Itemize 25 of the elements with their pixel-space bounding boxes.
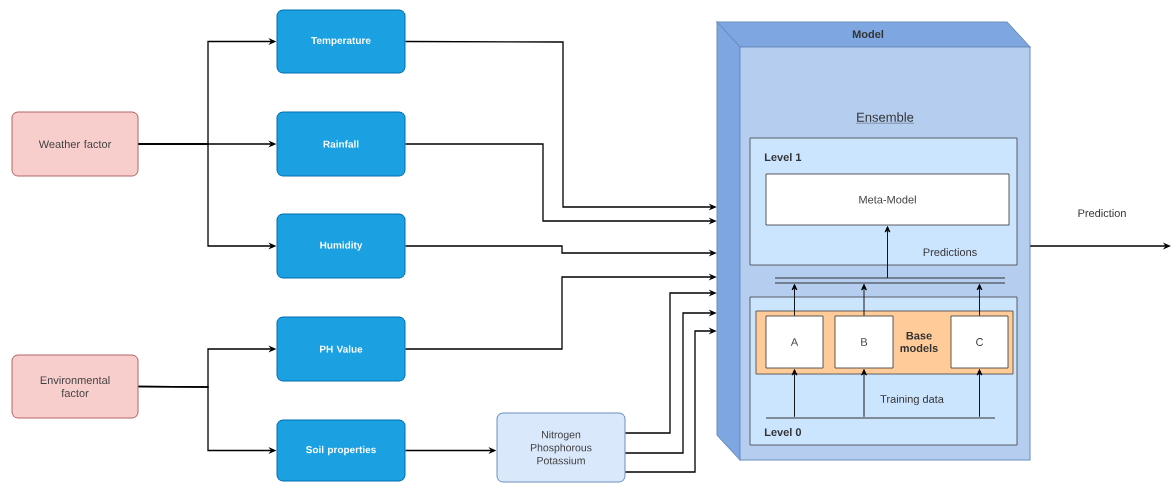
arrow xyxy=(976,283,983,317)
arrow xyxy=(861,369,867,418)
data-line xyxy=(765,417,996,419)
arrow xyxy=(791,283,798,317)
model-box: C xyxy=(950,315,1009,369)
model-box: B xyxy=(834,315,894,369)
input-box: Environmental factor xyxy=(11,354,139,419)
model-box: A xyxy=(765,315,824,369)
arrow xyxy=(791,369,798,418)
feature-box: Rainfall xyxy=(276,111,406,177)
feature-box: Soil properties xyxy=(276,419,406,482)
edge-label: Prediction xyxy=(1076,207,1128,219)
arrow xyxy=(976,369,983,418)
bus-line xyxy=(774,277,1006,284)
feature-box: Temperature xyxy=(276,9,406,74)
arrow xyxy=(884,226,891,279)
feature-box: PH Value xyxy=(276,316,406,382)
arrow xyxy=(861,283,867,317)
feature-box: Humidity xyxy=(276,213,406,279)
nutrient-box: Nitrogen Phosphorous Potassium xyxy=(496,412,626,483)
text-label: Training data xyxy=(880,394,944,406)
model-box: Meta-Model xyxy=(765,173,1010,226)
input-box: Weather factor xyxy=(11,111,139,177)
text-label: Predictions xyxy=(923,247,977,257)
node-label: Model xyxy=(852,29,884,39)
